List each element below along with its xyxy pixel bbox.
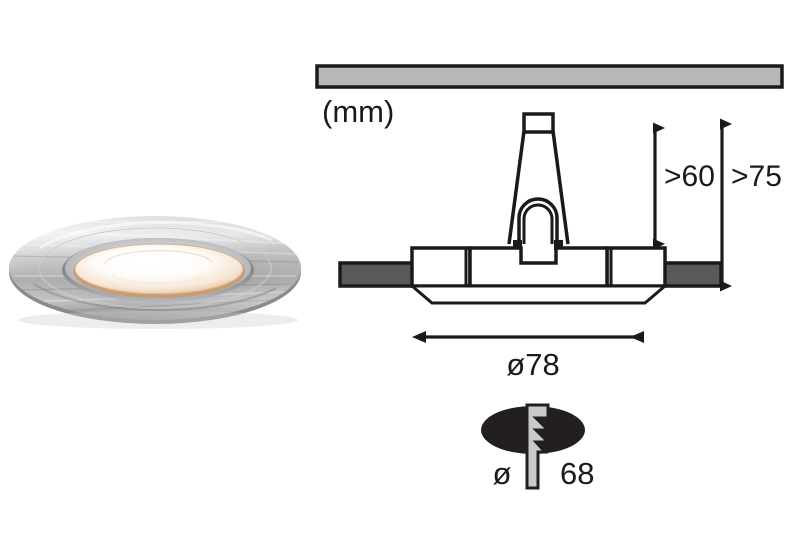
dimension-label-total-depth: >75 [731,160,782,193]
ceiling-slab-top [315,64,784,89]
bezel-groove [38,227,272,309]
downlight-bezel [9,216,301,324]
mounting-spring-clip [507,112,570,245]
product-shadow [18,311,298,329]
fixture-trim-flange [407,284,670,305]
cutout-label-value: 68 [560,456,594,491]
dimension-total-depth-min: >75 [720,118,782,292]
unit-label: (mm) [322,94,394,129]
dimension-label-outer-diameter: ø78 [506,347,559,382]
fixture-housing-dividers [464,248,613,286]
dimension-label-recess-depth: >60 [664,160,715,193]
hole-saw-icon [525,403,552,490]
cutout-label-prefix: ø [493,456,512,491]
dimension-outer-diameter: ø78 [412,331,644,382]
dimension-recess-depth-min: >60 [653,122,715,250]
downlight-lens [73,243,245,298]
fixture-housing [410,246,667,288]
ceiling-cutout-symbol [481,403,585,490]
